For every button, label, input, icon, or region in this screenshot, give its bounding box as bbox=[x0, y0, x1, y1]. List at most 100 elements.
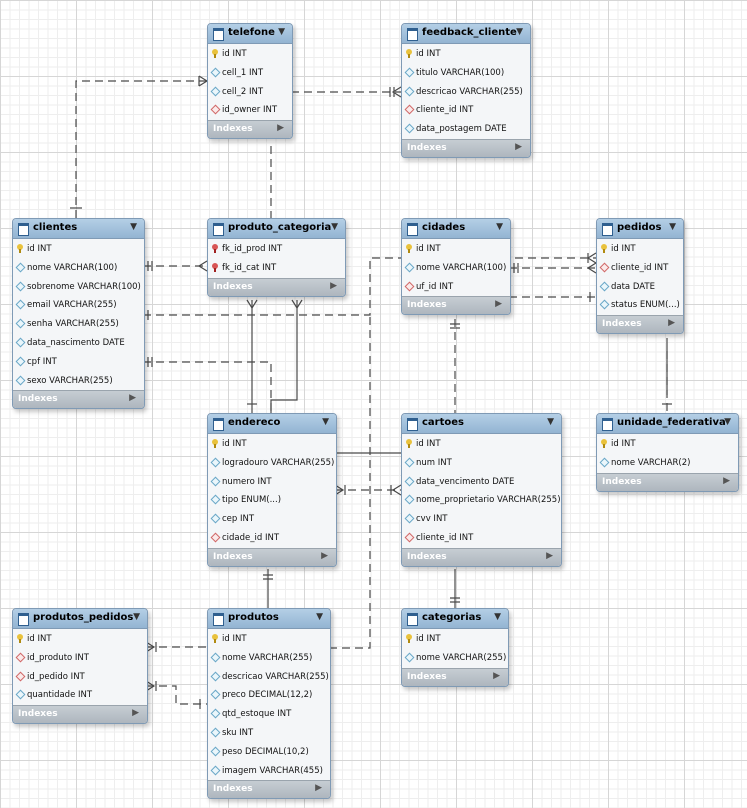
expand-arrow-icon[interactable]: ▶ bbox=[668, 318, 675, 329]
column-row[interactable]: cidade_id INT bbox=[208, 529, 336, 548]
expand-arrow-icon[interactable]: ▶ bbox=[723, 475, 730, 486]
column-row[interactable]: cell_1 INT bbox=[208, 64, 292, 83]
column-row[interactable]: cvv INT bbox=[402, 510, 561, 529]
column-row[interactable]: id INT bbox=[402, 45, 530, 64]
column-row[interactable]: nome_proprietario VARCHAR(255) bbox=[402, 491, 561, 510]
column-row[interactable]: id INT bbox=[208, 630, 330, 649]
table-header[interactable]: cartoes▼ bbox=[402, 414, 561, 434]
indexes-section[interactable]: Indexes▶ bbox=[208, 547, 336, 566]
column-row[interactable]: sku INT bbox=[208, 724, 330, 743]
column-row[interactable]: tipo ENUM(...) bbox=[208, 491, 336, 510]
column-row[interactable]: numero INT bbox=[208, 473, 336, 492]
column-row[interactable]: cliente_id INT bbox=[402, 529, 561, 548]
column-row[interactable]: id INT bbox=[208, 435, 336, 454]
indexes-section[interactable]: Indexes▶ bbox=[13, 390, 144, 409]
column-row[interactable]: fk_id_prod INT bbox=[208, 240, 345, 259]
column-row[interactable]: data_nascimento DATE bbox=[13, 334, 144, 353]
collapse-arrow-icon[interactable]: ▼ bbox=[547, 417, 554, 427]
column-row[interactable]: sobrenome VARCHAR(100) bbox=[13, 278, 144, 297]
column-row[interactable]: logradouro VARCHAR(255) bbox=[208, 454, 336, 473]
collapse-arrow-icon[interactable]: ▼ bbox=[316, 612, 323, 622]
table-header[interactable]: cidades▼ bbox=[402, 219, 510, 239]
column-row[interactable]: descricao VARCHAR(255) bbox=[402, 83, 530, 102]
column-row[interactable]: sexo VARCHAR(255) bbox=[13, 372, 144, 391]
expand-arrow-icon[interactable]: ▶ bbox=[321, 550, 328, 561]
column-row[interactable]: id INT bbox=[597, 240, 683, 259]
column-row[interactable]: id INT bbox=[402, 630, 508, 649]
expand-arrow-icon[interactable]: ▶ bbox=[277, 123, 284, 134]
column-row[interactable]: nome VARCHAR(100) bbox=[13, 259, 144, 278]
collapse-arrow-icon[interactable]: ▼ bbox=[130, 222, 137, 232]
column-row[interactable]: nome VARCHAR(255) bbox=[402, 649, 508, 668]
indexes-section[interactable]: Indexes▶ bbox=[208, 277, 345, 296]
table-header[interactable]: produtos▼ bbox=[208, 609, 330, 629]
indexes-section[interactable]: Indexes▶ bbox=[402, 547, 561, 566]
collapse-arrow-icon[interactable]: ▼ bbox=[322, 417, 329, 427]
column-row[interactable]: cliente_id INT bbox=[402, 101, 530, 120]
column-row[interactable]: quantidade INT bbox=[13, 686, 147, 705]
column-row[interactable]: descricao VARCHAR(255) bbox=[208, 668, 330, 687]
column-row[interactable]: qtd_estoque INT bbox=[208, 705, 330, 724]
indexes-section[interactable]: Indexes▶ bbox=[402, 667, 508, 686]
expand-arrow-icon[interactable]: ▶ bbox=[132, 708, 139, 719]
table-header[interactable]: unidade_federativa▼ bbox=[597, 414, 738, 434]
expand-arrow-icon[interactable]: ▶ bbox=[515, 141, 522, 152]
column-row[interactable]: id_produto INT bbox=[13, 649, 147, 668]
column-row[interactable]: id INT bbox=[13, 630, 147, 649]
indexes-section[interactable]: Indexes▶ bbox=[597, 472, 738, 491]
collapse-arrow-icon[interactable]: ▼ bbox=[278, 27, 285, 37]
column-row[interactable]: nome VARCHAR(255) bbox=[208, 649, 330, 668]
column-row[interactable]: num INT bbox=[402, 454, 561, 473]
column-row[interactable]: id INT bbox=[208, 45, 292, 64]
column-row[interactable]: id INT bbox=[402, 240, 510, 259]
column-row[interactable]: nome VARCHAR(2) bbox=[597, 454, 738, 473]
column-row[interactable]: id INT bbox=[402, 435, 561, 454]
column-row[interactable]: titulo VARCHAR(100) bbox=[402, 64, 530, 83]
column-row[interactable]: status ENUM(...) bbox=[597, 296, 683, 315]
column-row[interactable]: uf_id INT bbox=[402, 278, 510, 297]
expand-arrow-icon[interactable]: ▶ bbox=[495, 299, 502, 310]
table-header[interactable]: telefone▼ bbox=[208, 24, 292, 44]
column-row[interactable]: id INT bbox=[13, 240, 144, 259]
collapse-arrow-icon[interactable]: ▼ bbox=[669, 222, 676, 232]
expand-arrow-icon[interactable]: ▶ bbox=[546, 550, 553, 561]
table-header[interactable]: clientes▼ bbox=[13, 219, 144, 239]
indexes-section[interactable]: Indexes▶ bbox=[13, 705, 147, 724]
column-row[interactable]: imagem VARCHAR(455) bbox=[208, 762, 330, 781]
table-header[interactable]: endereco▼ bbox=[208, 414, 336, 434]
column-row[interactable]: cliente_id INT bbox=[597, 259, 683, 278]
column-row[interactable]: id INT bbox=[597, 435, 738, 454]
indexes-section[interactable]: Indexes▶ bbox=[402, 138, 530, 157]
column-row[interactable]: id_owner INT bbox=[208, 101, 292, 120]
column-row[interactable]: cpf INT bbox=[13, 353, 144, 372]
table-header[interactable]: produto_categoria▼ bbox=[208, 219, 345, 239]
indexes-section[interactable]: Indexes▶ bbox=[208, 780, 330, 799]
expand-arrow-icon[interactable]: ▶ bbox=[129, 393, 136, 404]
column-row[interactable]: peso DECIMAL(10,2) bbox=[208, 743, 330, 762]
column-row[interactable]: data DATE bbox=[597, 278, 683, 297]
column-row[interactable]: email VARCHAR(255) bbox=[13, 296, 144, 315]
collapse-arrow-icon[interactable]: ▼ bbox=[133, 612, 140, 622]
expand-arrow-icon[interactable]: ▶ bbox=[330, 280, 337, 291]
column-row[interactable]: nome VARCHAR(100) bbox=[402, 259, 510, 278]
collapse-arrow-icon[interactable]: ▼ bbox=[494, 612, 501, 622]
column-row[interactable]: data_postagem DATE bbox=[402, 120, 530, 139]
collapse-arrow-icon[interactable]: ▼ bbox=[724, 417, 731, 427]
table-header[interactable]: categorias▼ bbox=[402, 609, 508, 629]
table-header[interactable]: feedback_cliente▼ bbox=[402, 24, 530, 44]
column-row[interactable]: cell_2 INT bbox=[208, 83, 292, 102]
expand-arrow-icon[interactable]: ▶ bbox=[493, 670, 500, 681]
indexes-section[interactable]: Indexes▶ bbox=[597, 315, 683, 334]
column-row[interactable]: cep INT bbox=[208, 510, 336, 529]
column-row[interactable]: preco DECIMAL(12,2) bbox=[208, 686, 330, 705]
